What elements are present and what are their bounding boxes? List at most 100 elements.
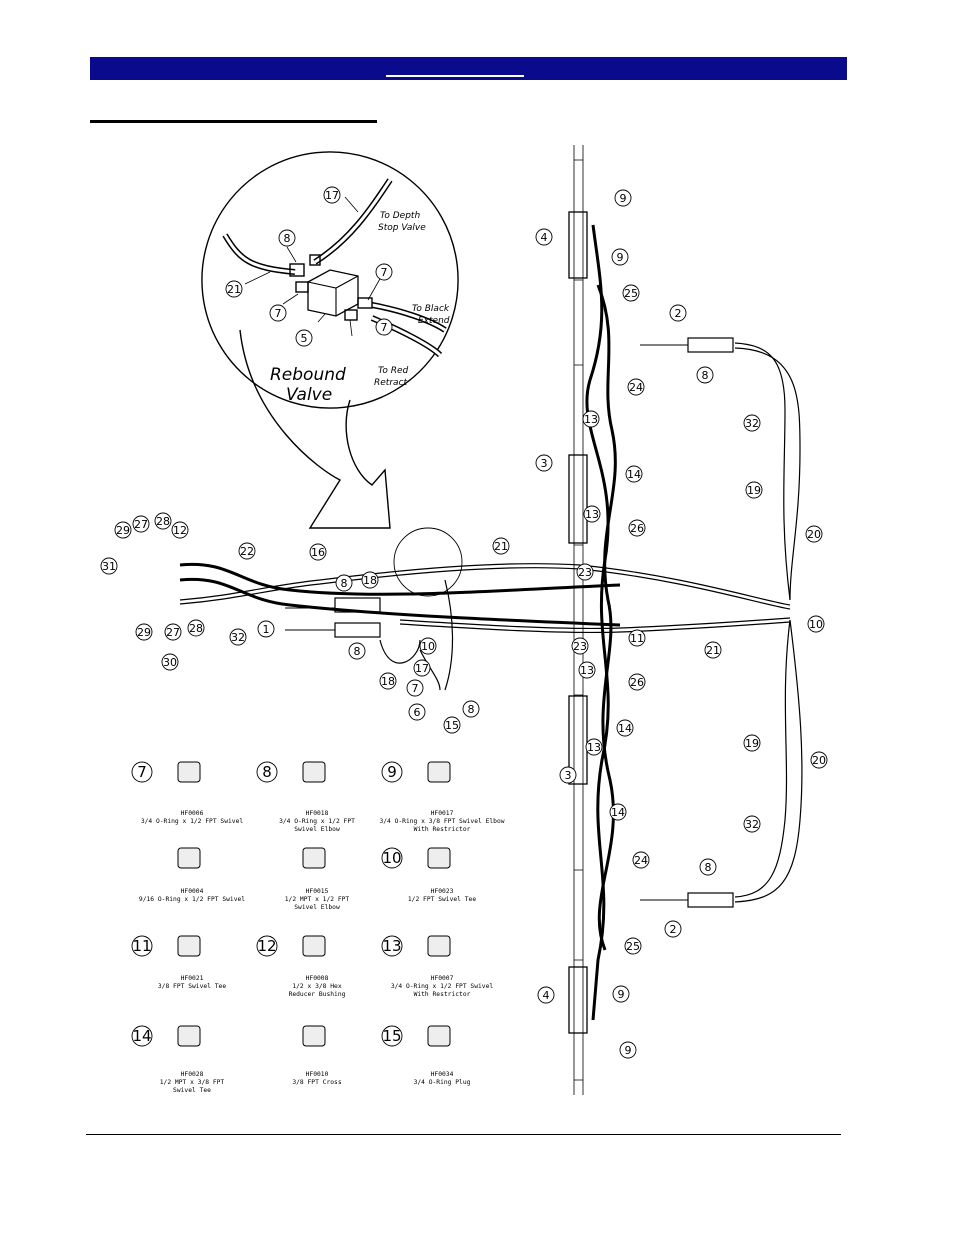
svg-text:12: 12 — [257, 937, 276, 955]
svg-text:3/4 O-Ring x 3/8 FPT Swivel El: 3/4 O-Ring x 3/8 FPT Swivel Elbow — [379, 818, 504, 825]
svg-text:7: 7 — [137, 763, 147, 781]
callout-24: 24 — [632, 851, 650, 869]
callout-18: 18 — [379, 672, 397, 690]
callout-29: 29 — [135, 623, 153, 641]
svg-text:11: 11 — [132, 937, 151, 955]
callout-6: 6 — [408, 703, 426, 721]
callout-21: 21 — [704, 641, 722, 659]
svg-text:8: 8 — [354, 645, 361, 658]
section-title-rule — [90, 120, 377, 123]
svg-text:1: 1 — [263, 623, 270, 636]
footer-rule — [86, 1134, 841, 1135]
svg-text:22: 22 — [240, 545, 254, 558]
fitting-icon — [302, 935, 326, 957]
svg-text:14: 14 — [627, 468, 641, 481]
svg-text:13: 13 — [580, 664, 594, 677]
callout-28: 28 — [154, 512, 172, 530]
svg-text:HF0018: HF0018 — [306, 810, 329, 817]
callout-25: 25 — [622, 284, 640, 302]
callout-20: 20 — [810, 751, 828, 769]
callout-14: 14 — [616, 719, 634, 737]
svg-text:5: 5 — [301, 332, 308, 345]
svg-text:29: 29 — [137, 626, 151, 639]
header-underline — [386, 75, 524, 77]
svg-text:20: 20 — [812, 754, 826, 767]
svg-text:9: 9 — [618, 988, 625, 1001]
svg-text:3/4 O-Ring x 1/2 FPT Swivel: 3/4 O-Ring x 1/2 FPT Swivel — [391, 983, 494, 990]
svg-text:28: 28 — [156, 515, 170, 528]
fitting-icon — [427, 1025, 451, 1047]
callout-9: 9 — [614, 189, 632, 207]
svg-text:15: 15 — [445, 719, 459, 732]
svg-text:18: 18 — [381, 675, 395, 688]
svg-text:HF0008: HF0008 — [306, 975, 329, 982]
callout-32: 32 — [743, 414, 761, 432]
callout-9: 9 — [619, 1041, 637, 1059]
callout-11: 11 — [628, 629, 646, 647]
svg-text:25: 25 — [624, 287, 638, 300]
svg-text:1/2 MPT x 3/8 FPT: 1/2 MPT x 3/8 FPT — [160, 1079, 225, 1086]
callout-8: 8 — [699, 858, 717, 876]
svg-text:With Restrictor: With Restrictor — [414, 826, 471, 833]
svg-text:12: 12 — [173, 524, 187, 537]
svg-text:14: 14 — [611, 806, 625, 819]
svg-text:3/4 O-Ring Plug: 3/4 O-Ring Plug — [414, 1079, 471, 1086]
svg-text:10: 10 — [382, 849, 401, 867]
svg-text:7: 7 — [381, 321, 388, 334]
callout-3: 3 — [559, 766, 577, 784]
hoses — [179, 224, 803, 1021]
svg-text:7: 7 — [381, 266, 388, 279]
callout-31: 31 — [100, 557, 118, 575]
callout-32: 32 — [229, 628, 247, 646]
svg-text:3/8 FPT Swivel Tee: 3/8 FPT Swivel Tee — [158, 983, 226, 990]
svg-text:9/16 O-Ring x 1/2 FPT Swivel: 9/16 O-Ring x 1/2 FPT Swivel — [139, 896, 245, 903]
svg-text:9: 9 — [387, 763, 397, 781]
svg-text:19: 19 — [745, 737, 759, 750]
callout-22: 22 — [238, 542, 256, 560]
fitting-icon — [177, 1025, 201, 1047]
svg-text:8: 8 — [284, 232, 291, 245]
callout-14: 14 — [609, 803, 627, 821]
svg-text:8: 8 — [262, 763, 272, 781]
svg-text:HF0017: HF0017 — [431, 810, 454, 817]
svg-text:13: 13 — [585, 508, 599, 521]
callout-8: 8 — [462, 700, 480, 718]
svg-text:10: 10 — [809, 618, 823, 631]
fitting-icon — [177, 847, 201, 869]
svg-text:8: 8 — [341, 577, 348, 590]
svg-text:10: 10 — [421, 640, 435, 653]
callout-24: 24 — [627, 378, 645, 396]
svg-text:1/2 MPT x 1/2 FPT: 1/2 MPT x 1/2 FPT — [285, 896, 350, 903]
svg-text:9: 9 — [617, 251, 624, 264]
callout-27: 27 — [132, 515, 150, 533]
callout-13: 13 — [585, 738, 603, 756]
svg-text:23: 23 — [573, 640, 587, 653]
callout-9: 9 — [612, 985, 630, 1003]
callout-4: 4 — [535, 228, 553, 246]
note-red: To Red — [378, 366, 409, 376]
svg-text:32: 32 — [231, 631, 245, 644]
svg-text:4: 4 — [541, 231, 548, 244]
fitting-icon — [302, 1025, 326, 1047]
svg-text:23: 23 — [578, 566, 592, 579]
callout-19: 19 — [743, 734, 761, 752]
svg-text:19: 19 — [747, 484, 761, 497]
svg-text:4: 4 — [543, 989, 550, 1002]
callout-10: 10 — [807, 615, 825, 633]
svg-text:14: 14 — [132, 1027, 151, 1045]
svg-text:21: 21 — [494, 540, 508, 553]
svg-text:7: 7 — [412, 682, 419, 695]
callout-2: 2 — [664, 920, 682, 938]
svg-text:Swivel Elbow: Swivel Elbow — [294, 904, 340, 911]
svg-text:17: 17 — [325, 189, 339, 202]
svg-text:3: 3 — [565, 769, 572, 782]
fitting-icon — [427, 761, 451, 783]
callout-18: 18 — [361, 571, 379, 589]
callout-12: 12 — [171, 521, 189, 539]
